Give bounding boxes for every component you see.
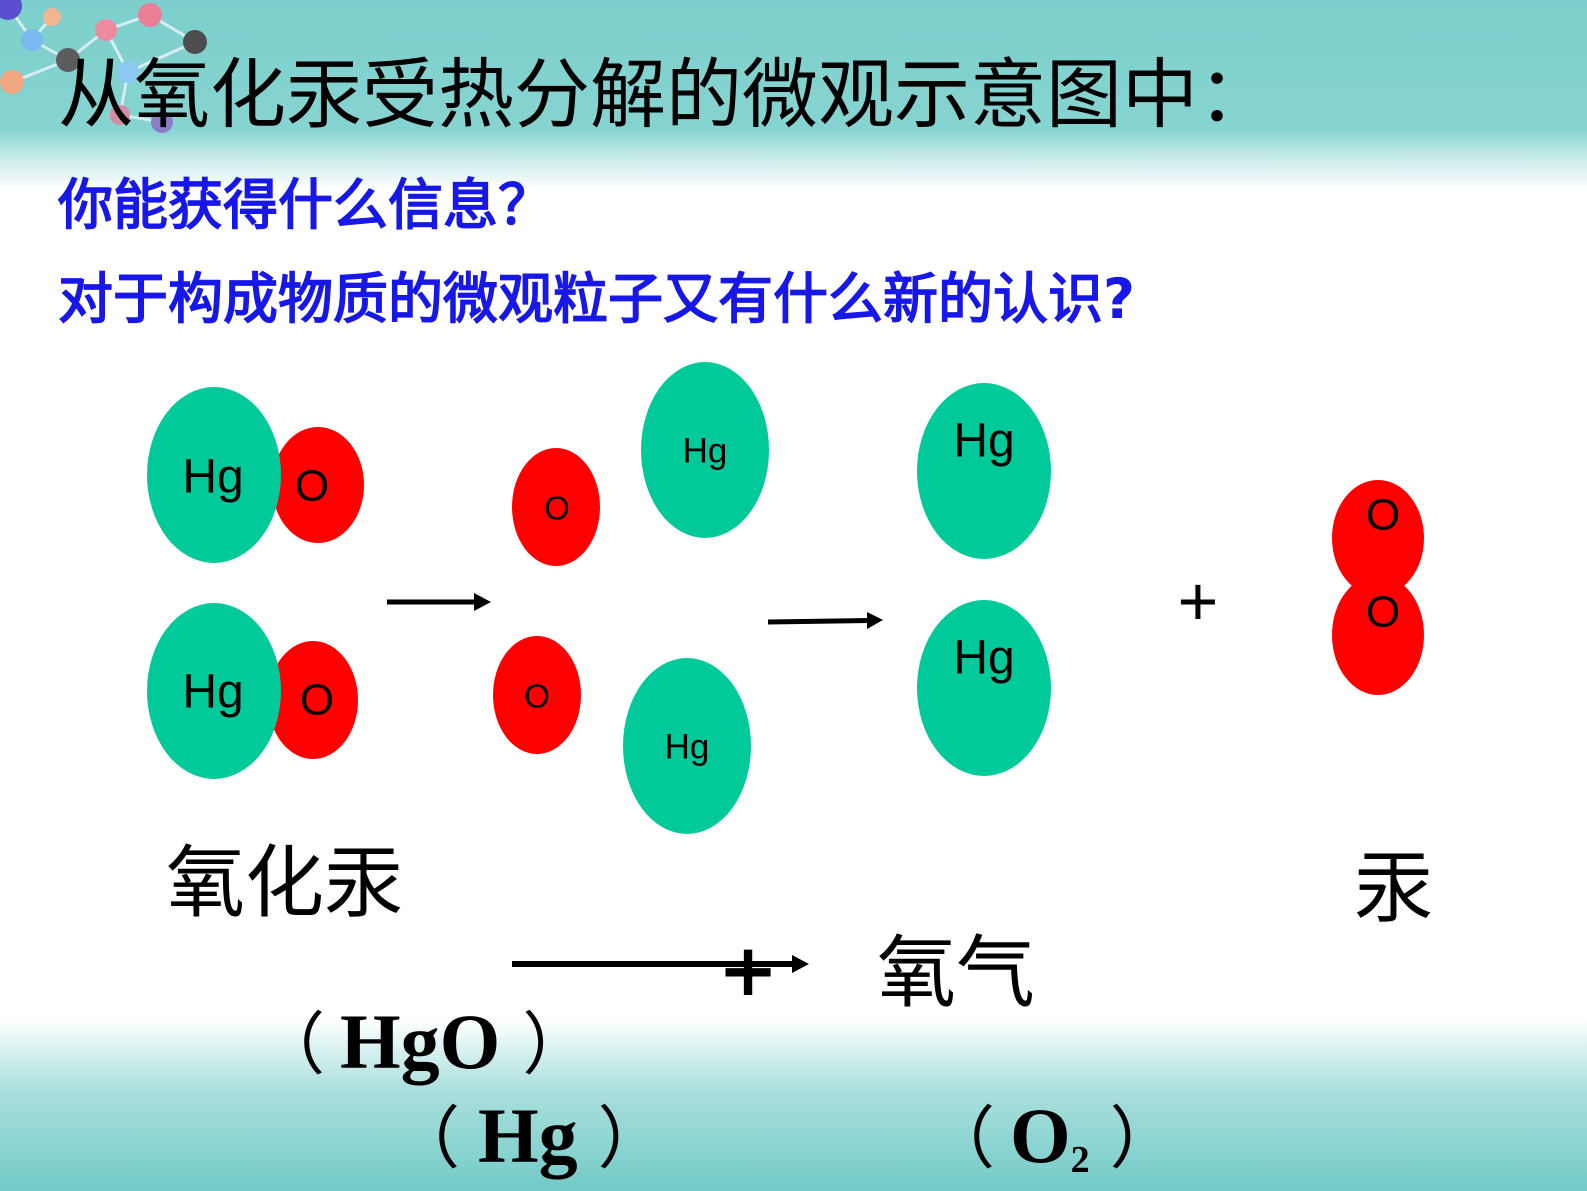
decoration-ball: [0, 0, 22, 20]
mercury-oxide-molecule: Hg O: [147, 387, 364, 563]
separated-oxygen-atom: O: [512, 448, 600, 566]
separated-mercury-atom: Hg: [641, 362, 769, 538]
oxygen-molecule: O O: [1332, 480, 1424, 695]
oxygen-atom-label: O: [1366, 588, 1400, 637]
oxygen-atom: [1332, 575, 1424, 695]
arrow-head: [792, 955, 809, 973]
oxygen-atom: [493, 636, 581, 754]
equation-arrow: +: [512, 928, 809, 1012]
decoration-ball: [117, 61, 139, 83]
paren-open: （: [256, 1006, 325, 1085]
arrow-head: [867, 612, 883, 629]
paren-close: ）: [597, 1100, 666, 1179]
mercury-atom-label: Hg: [953, 632, 1014, 685]
decoration-balls: [0, 0, 207, 133]
question-1: 你能获得什么信息？: [58, 173, 554, 237]
header-band: [0, 0, 1587, 190]
oxygen-atom: [268, 641, 358, 759]
molecule-decoration: [0, 0, 207, 133]
reaction-arrow: [387, 593, 491, 611]
slide-title: 从氧化汞受热分解的微观示意图中：: [58, 50, 1274, 139]
mercury-atom-label: Hg: [182, 666, 243, 719]
formula-text: HgO: [340, 998, 501, 1085]
paren-close: ）: [1109, 1100, 1178, 1179]
mercury-atom: [623, 658, 751, 834]
mercury-atom-label: Hg: [683, 432, 728, 471]
mercury-atom-label: Hg: [665, 728, 710, 767]
decoration-ball: [95, 19, 117, 41]
equation-plus-sign: +: [718, 928, 778, 1012]
oxygen-atom: [512, 448, 600, 566]
decoration-ball: [151, 111, 173, 133]
decoration-ball: [183, 30, 207, 54]
product-oxygen-formula: （ O2 ）: [925, 1096, 1180, 1180]
mercury-atom: [917, 600, 1051, 776]
oxygen-atom: [272, 427, 364, 543]
formula-text: Hg: [478, 1092, 578, 1179]
reaction-arrow: [767, 612, 883, 629]
paren-open: （: [926, 1100, 995, 1179]
formula-element: O: [1010, 1092, 1071, 1179]
arrow-head: [474, 593, 491, 611]
product-mercury-formula: （ Hg ）: [390, 1096, 668, 1180]
decoration-ball: [56, 48, 80, 72]
mercury-atom-product: Hg: [917, 600, 1051, 776]
mercury-atom: [147, 387, 281, 563]
separated-oxygen-atom: O: [493, 636, 581, 754]
plus-sign: +: [1178, 562, 1219, 640]
product-mercury-name: 汞: [1354, 842, 1433, 934]
mercury-atom: [147, 603, 281, 779]
decoration-bond: [127, 40, 196, 74]
decoration-ball: [21, 29, 43, 51]
oxygen-atom-label: O: [1366, 491, 1400, 540]
footer-band: [0, 1020, 1587, 1191]
paren-open: （: [391, 1100, 460, 1179]
decoration-ball: [110, 105, 130, 125]
oxygen-atom-label: O: [300, 676, 334, 725]
oxygen-atom-label: O: [544, 490, 570, 527]
formula-text: O2: [1010, 1096, 1090, 1180]
reactant-formula: （ HgO ）: [255, 1002, 592, 1086]
oxygen-atom: [1332, 480, 1424, 596]
mercury-atom-label: Hg: [182, 451, 243, 504]
paren-close: ）: [522, 1006, 591, 1085]
mercury-atom-label: Hg: [953, 415, 1014, 468]
reactant-name: 氧化汞: [166, 837, 403, 929]
mercury-atom: [917, 383, 1051, 559]
mercury-oxide-molecule: Hg O: [147, 603, 358, 779]
decoration-ball: [138, 3, 162, 27]
decoration-ball: [0, 70, 24, 94]
formula-subscript: 2: [1070, 1139, 1090, 1181]
oxygen-atom-label: O: [295, 462, 329, 511]
mercury-atom-product: Hg: [917, 383, 1051, 559]
arrow-shaft: [767, 618, 871, 625]
mercury-atom: [641, 362, 769, 538]
oxygen-atom-label: O: [524, 678, 550, 715]
question-2: 对于构成物质的微观粒子又有什么新的认识?: [58, 267, 1135, 331]
separated-mercury-atom: Hg: [623, 658, 751, 834]
decoration-ball: [43, 8, 61, 26]
product-oxygen-name: 氧气: [877, 927, 1035, 1019]
